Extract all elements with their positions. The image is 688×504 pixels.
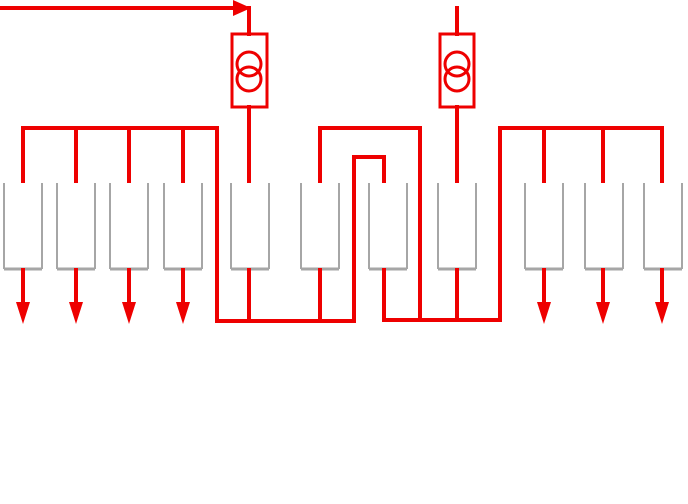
arrow-down-icon — [176, 302, 190, 324]
cell-9 — [523, 181, 565, 271]
cell-8 — [436, 181, 478, 271]
middle-bus — [318, 126, 422, 322]
cell-6 — [299, 181, 341, 271]
right-bus-taps — [542, 126, 605, 183]
arrow-down-icon — [122, 302, 136, 324]
left-bus-taps — [74, 126, 185, 183]
cell-10 — [583, 181, 625, 271]
cell-2 — [55, 181, 97, 271]
arrow-down-icon — [537, 302, 551, 324]
cell-11 — [642, 181, 684, 271]
cell-7 — [367, 181, 409, 271]
arrow-right-icon — [233, 0, 251, 16]
left-bus — [21, 126, 386, 323]
transformer-icon — [438, 32, 476, 109]
right-bus — [382, 126, 664, 322]
arrow-down-icon — [596, 302, 610, 324]
switchgear-cells — [2, 181, 684, 271]
outgoing-feeder-lines — [21, 268, 664, 306]
cell-3 — [108, 181, 150, 271]
wiring — [0, 6, 664, 323]
cell-4 — [162, 181, 204, 271]
transformer-icon — [230, 32, 269, 109]
cell-1 — [2, 181, 44, 271]
outgoing-arrows — [16, 302, 669, 324]
arrow-down-icon — [69, 302, 83, 324]
cell-5 — [229, 181, 271, 271]
bottom-bus-1-taps — [247, 268, 322, 323]
arrow-down-icon — [16, 302, 30, 324]
arrow-down-icon — [655, 302, 669, 324]
